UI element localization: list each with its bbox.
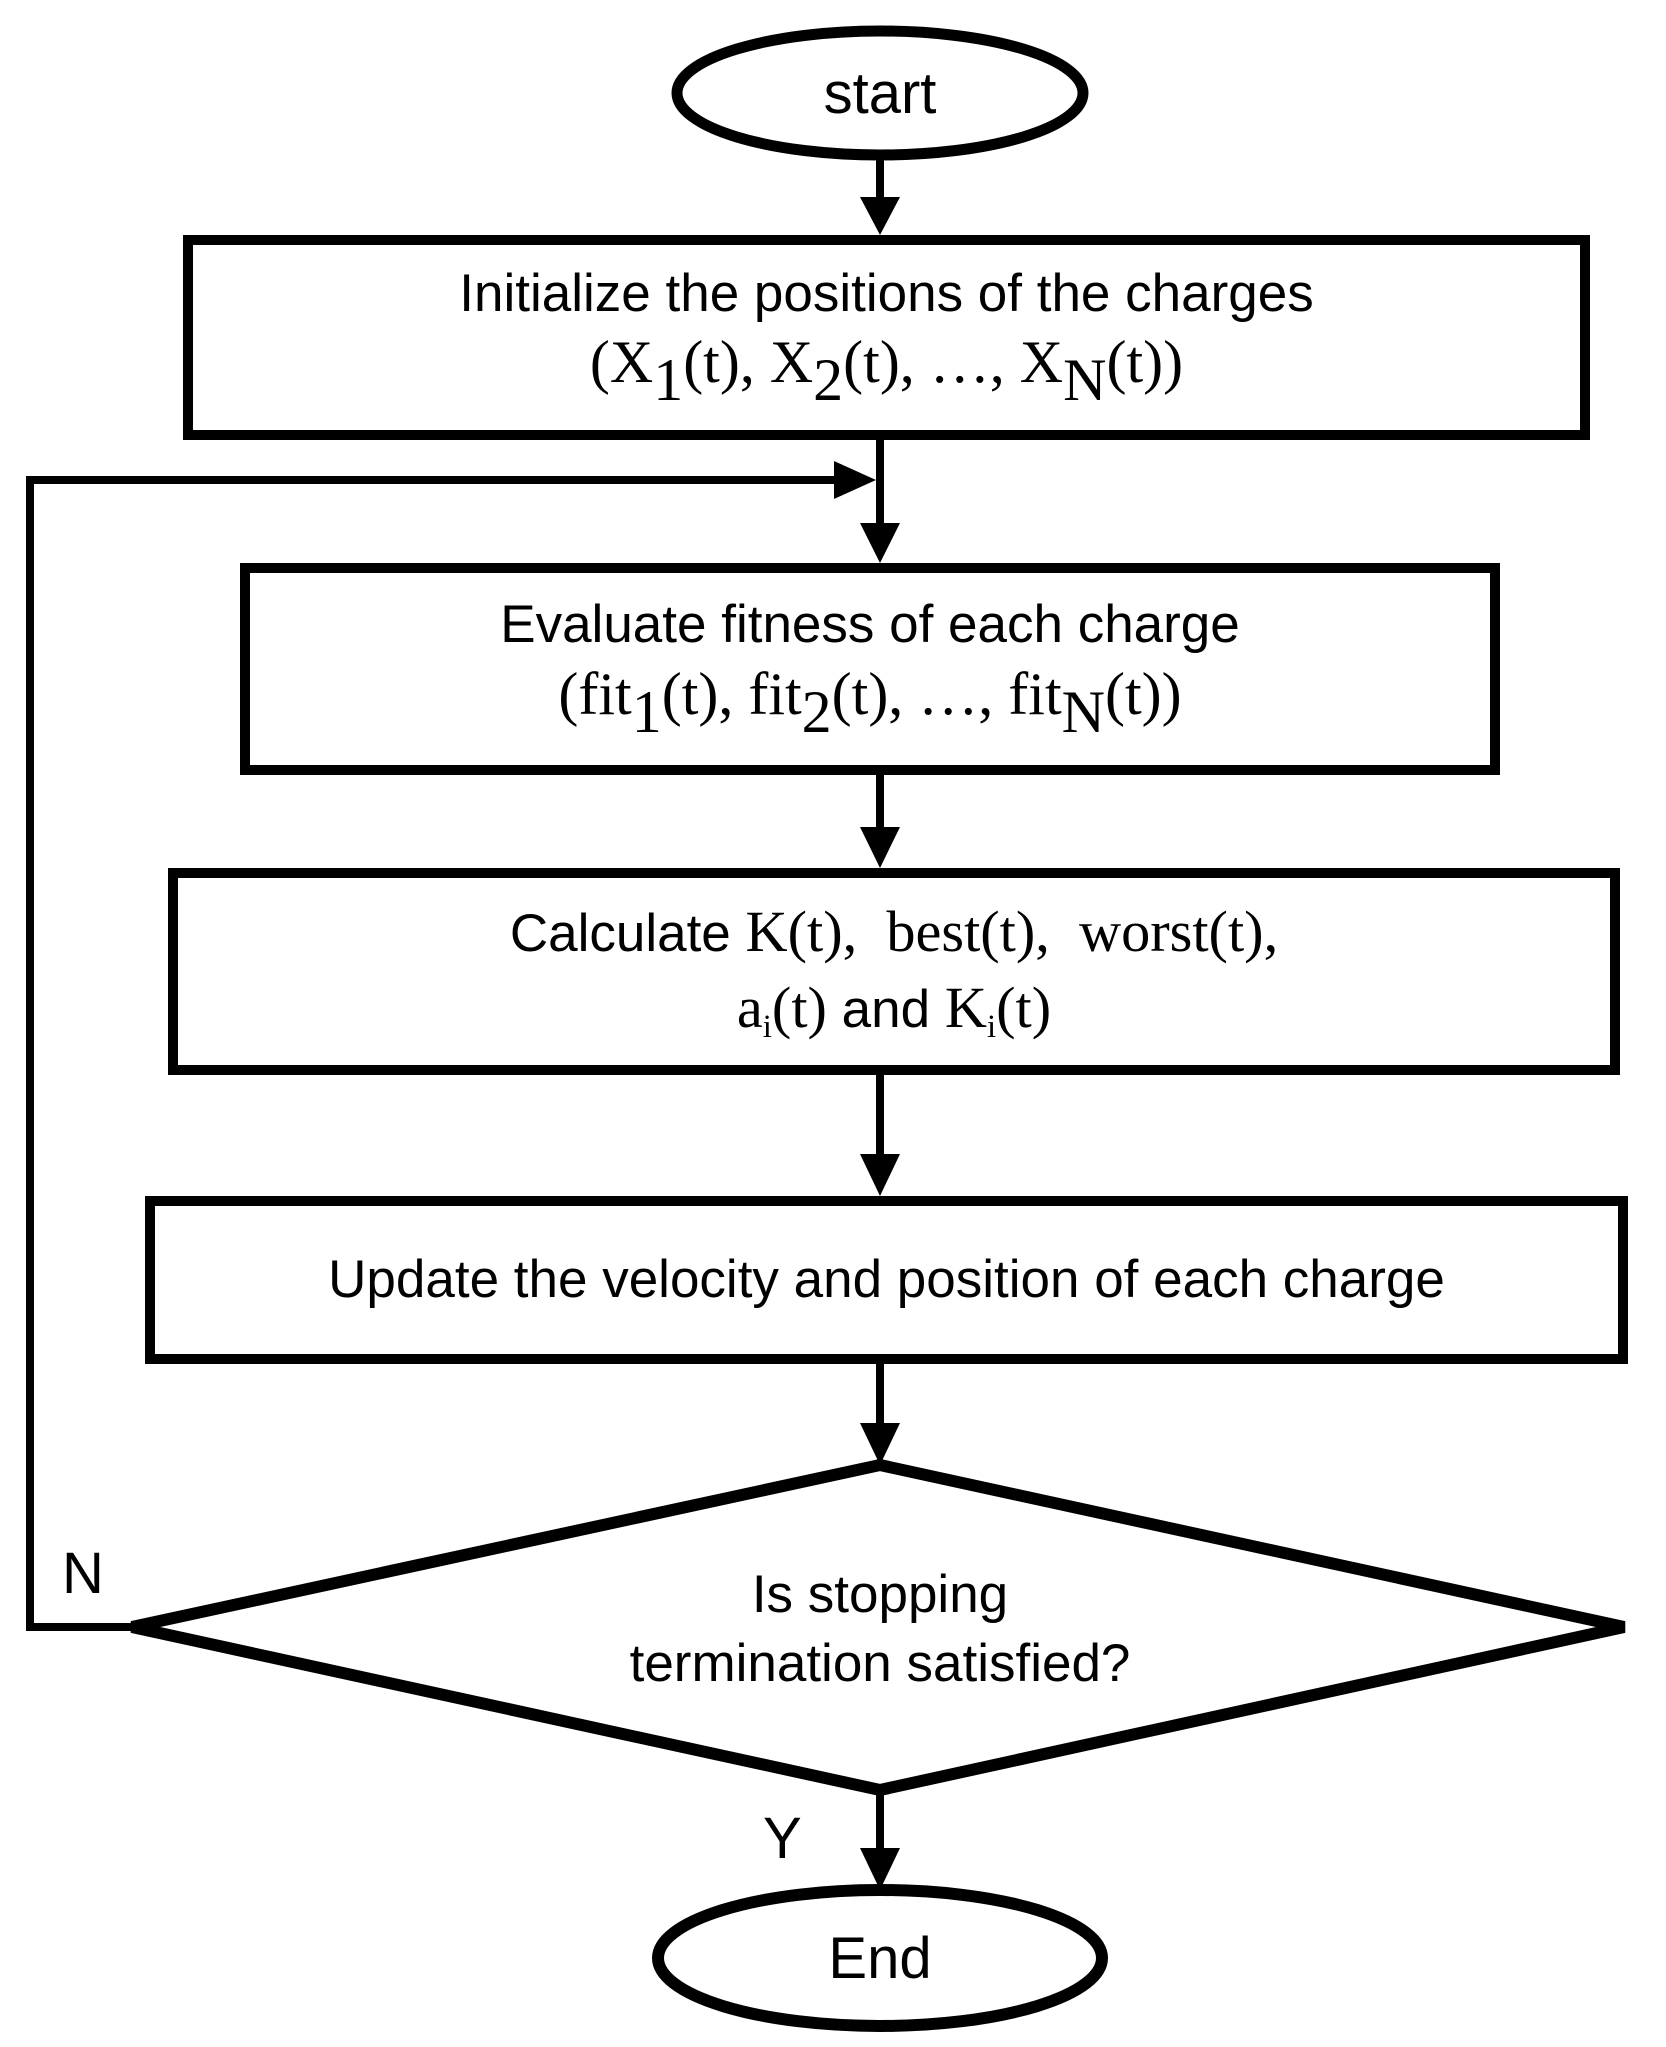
decision-diamond — [130, 1458, 1626, 1797]
edge-evaluate-calculate — [860, 775, 900, 868]
initialize-text-line1: Initialize the positions of the charges — [459, 263, 1314, 323]
calculate-text-line2: ai(t) and Ki(t) — [736, 975, 1052, 1045]
node-calculate: Calculate K(t),best(t),worst(t), ai(t) a… — [168, 868, 1620, 1075]
node-evaluate: Evaluate fitness of each charge (fit1(t)… — [240, 563, 1500, 775]
calculate-text-line1: Calculate K(t),best(t),worst(t), — [509, 899, 1279, 965]
evaluate-text-line2: (fit1(t), fit2(t), …, fitN(t)) — [558, 660, 1182, 745]
edge-calculate-update — [860, 1075, 900, 1196]
edge-init-evaluate — [860, 440, 900, 563]
initialize-text-line2: (X1(t), X2(t), …, XN(t)) — [589, 329, 1184, 414]
edge-loop-back — [26, 461, 876, 1631]
evaluate-text-line1: Evaluate fitness of each charge — [500, 595, 1240, 655]
edge-decision-end — [860, 1790, 900, 1890]
node-update: Update the velocity and position of each… — [145, 1196, 1628, 1364]
start-ellipse — [671, 25, 1089, 161]
node-initialize: Initialize the positions of the charges … — [183, 235, 1590, 440]
branch-label-no: N — [62, 1541, 104, 1606]
edge-update-decision — [860, 1364, 900, 1465]
update-text-line1: Update the velocity and position of each… — [328, 1249, 1445, 1309]
edge-start-init — [860, 155, 900, 235]
branch-label-yes: Y — [763, 1806, 802, 1871]
end-ellipse — [652, 1884, 1108, 2032]
